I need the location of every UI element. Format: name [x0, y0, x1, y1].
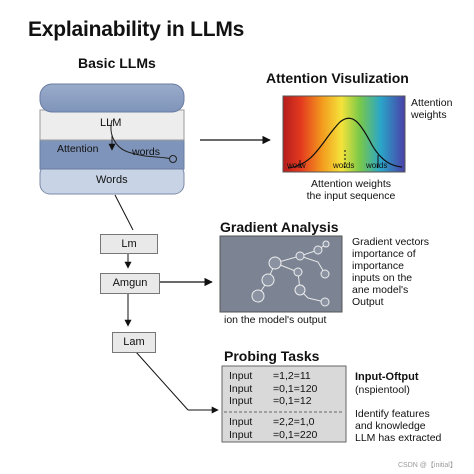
row-label: Input [229, 416, 253, 428]
attention-side-label-1: Attention [411, 97, 453, 109]
words-inner-label: words [132, 146, 161, 158]
probing-side-text: Identify features and knowledge LLM has … [355, 408, 441, 444]
gradient-caption: ion the model's output [224, 314, 327, 326]
row-value: =0,1=12 [273, 395, 312, 407]
attention-caption-2: the input sequence [306, 190, 396, 202]
gradient-graph [219, 235, 343, 313]
probing-heading: Probing Tasks [224, 348, 320, 364]
flow-box-lm: Lm [100, 234, 158, 254]
row-value: =0,1=220 [273, 428, 318, 441]
gradient-line-1: Gradient vectors [352, 236, 430, 248]
probing-line-3: LLM has extracted [355, 432, 442, 444]
probing-rows-top: Input =1,2=11 Input =0,1=120 Input =0,1=12 [229, 370, 317, 408]
probing-rows-bottom: Input =2,2=1,0 Input =0,1=220 [229, 416, 317, 441]
row-label: Input [229, 428, 253, 441]
attention-tick-1: worw [287, 161, 306, 170]
page-title: Explainability in LLMs [28, 18, 245, 41]
probing-line-1: Identify features [355, 408, 430, 420]
probing-table [221, 365, 347, 443]
llm-label: LLM [100, 117, 122, 129]
flow-box-amgun: Amgun [100, 273, 160, 294]
flow-box-lam: Lam [112, 332, 156, 353]
row-value: =0,1=120 [273, 382, 318, 395]
row-value: =1,2=11 [273, 370, 311, 382]
attention-side-label-2: weights [411, 109, 447, 121]
table-row: Input =0,1=120 [229, 383, 317, 396]
table-row: Input =1,2=11 [229, 370, 317, 383]
words-label: Words [96, 174, 128, 186]
table-row: Input =2,2=1,0 [229, 416, 317, 429]
gradient-line-6: Output [352, 296, 384, 308]
probing-side-sub: (nspientool) [355, 384, 410, 396]
table-row: Input =0,1=220 [229, 429, 317, 442]
attention-heatmap [282, 95, 406, 173]
watermark: CSDN @【initial】 [398, 462, 457, 469]
probing-side-title: Input-Oftput [355, 371, 419, 383]
llm-stack [39, 83, 185, 195]
attention-tick-3: words [366, 161, 388, 170]
basic-llms-heading: Basic LLMs [78, 55, 156, 71]
row-label: Input [229, 370, 253, 382]
gradient-line-4: inputs on the [352, 272, 413, 284]
attention-caption-1: Attention weights [311, 178, 391, 190]
gradient-heading: Gradient Analysis [220, 219, 339, 235]
probing-line-2: and knowledge [355, 420, 426, 432]
gradient-line-2: importance of [352, 248, 416, 260]
gradient-line-3: importance [352, 260, 404, 272]
gradient-line-5: ane model's [352, 284, 409, 296]
attention-heading: Attention Visulization [266, 70, 409, 86]
attention-label: Attention [57, 143, 99, 155]
row-label: Input [229, 382, 253, 395]
row-label: Input [229, 395, 253, 407]
table-row: Input =0,1=12 [229, 395, 317, 408]
gradient-side-text: Gradient vectors importance of importanc… [352, 236, 429, 308]
row-value: =2,2=1,0 [273, 416, 315, 428]
attention-tick-2: words [333, 161, 355, 170]
